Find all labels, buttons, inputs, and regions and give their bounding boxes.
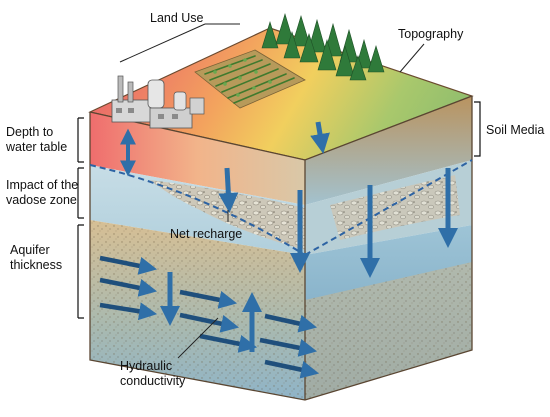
factory-icon: [111, 75, 205, 129]
label-aquifer-line2: thickness: [10, 258, 62, 272]
forest-icon: [261, 12, 385, 81]
groundwater-flow-arrows: [99, 255, 320, 379]
recharge-arrows: [160, 121, 458, 326]
label-vadose-line1: Impact of the: [6, 178, 78, 192]
label-depth-line2: water table: [5, 140, 67, 154]
label-topography: Topography: [398, 27, 464, 41]
label-hydraulic-line1: Hydraulic: [120, 359, 172, 373]
soil-media-bracket: [474, 101, 481, 157]
front-soil-layer: [90, 112, 305, 205]
water-table-line: [89, 164, 306, 256]
side-soil-layer: [305, 96, 472, 205]
left-brackets: [77, 117, 84, 319]
label-land-use: Land Use: [150, 11, 204, 25]
label-aquifer-line1: Aquifer: [10, 243, 50, 257]
label-soil-media: Soil Media: [486, 123, 544, 137]
crop-field-icon: [194, 49, 306, 109]
leader-lines: [119, 23, 425, 359]
label-hydraulic-line2: conductivity: [120, 374, 186, 388]
label-depth-line1: Depth to: [6, 125, 53, 139]
label-net-recharge: Net recharge: [170, 227, 242, 241]
label-vadose-line2: vadose zone: [6, 193, 77, 207]
